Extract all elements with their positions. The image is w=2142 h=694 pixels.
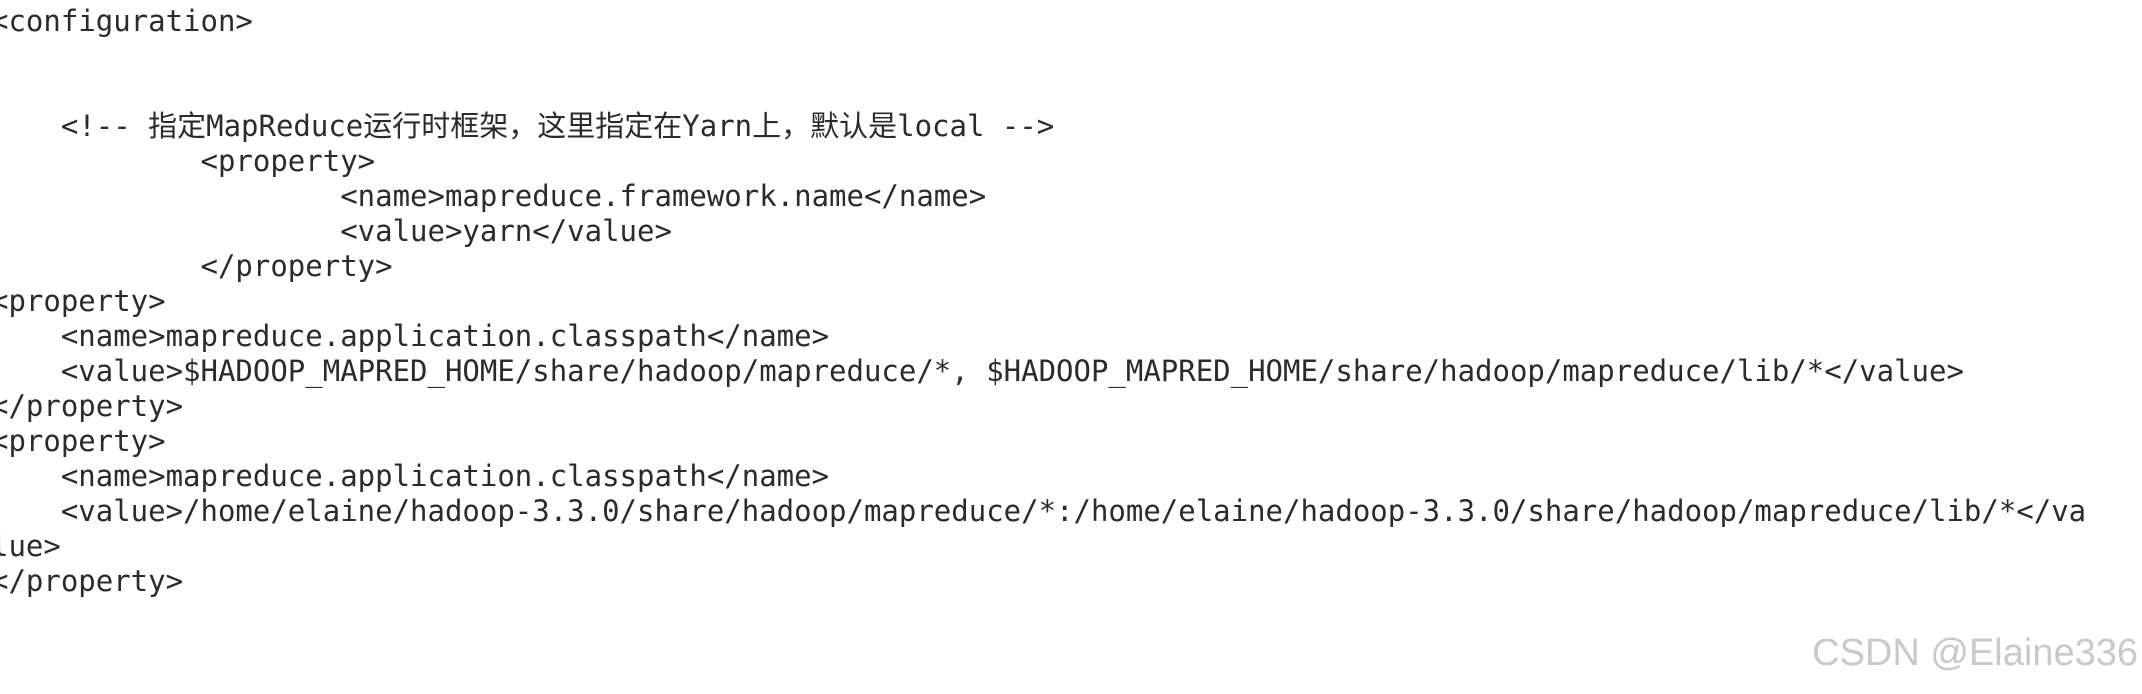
code-line: <name>mapreduce.application.classpath</n… xyxy=(0,319,830,353)
code-line: lue> xyxy=(0,529,61,563)
code-line: <configuration> xyxy=(0,4,253,38)
code-line: <value>yarn</value> xyxy=(0,214,672,248)
code-line: </property> xyxy=(0,564,184,598)
code-line: <!-- 指定MapReduce运行时框架，这里指定在Yarn上，默认是loca… xyxy=(0,109,1055,143)
code-editor[interactable]: <configuration> <!-- 指定MapReduce运行时框架，这里… xyxy=(0,4,2142,644)
code-line: </property> xyxy=(0,249,393,283)
code-line: </property> xyxy=(0,389,184,423)
code-line: <property> xyxy=(0,424,166,458)
code-line: <property> xyxy=(0,284,166,318)
code-line: <name>mapreduce.framework.name</name> xyxy=(0,179,987,213)
watermark: CSDN @Elaine336 xyxy=(1812,632,2138,674)
code-line: <name>mapreduce.application.classpath</n… xyxy=(0,459,830,493)
code-line: <value>$HADOOP_MAPRED_HOME/share/hadoop/… xyxy=(0,354,1964,388)
code-line: <property> xyxy=(0,144,376,178)
code-line xyxy=(0,39,2142,74)
code-line xyxy=(0,74,2142,109)
code-line: <value>/home/elaine/hadoop-3.3.0/share/h… xyxy=(0,494,2087,528)
